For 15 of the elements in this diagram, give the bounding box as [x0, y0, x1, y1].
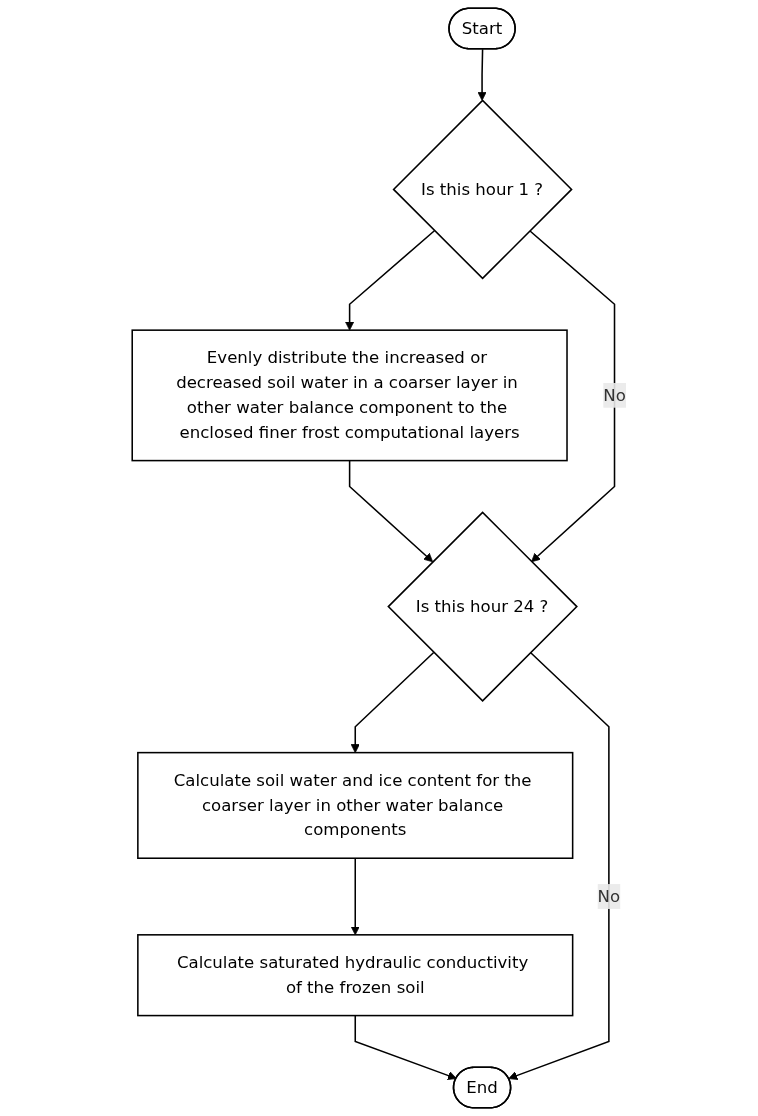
- arrow: [528, 229, 616, 563]
- edge-label: No: [603, 385, 626, 405]
- arrow: [354, 1014, 457, 1080]
- node-diamond: Is this hour 24 ?: [387, 511, 578, 702]
- node-box: Evenly distribute the increased or decreased soil water in a coarser layer in other water balance component to the enclosed finer frost computational layers: [131, 329, 568, 462]
- arrow: [345, 229, 436, 331]
- arrow: [477, 48, 487, 101]
- arrow: [348, 459, 434, 563]
- arrow: [350, 857, 360, 936]
- node-box: Calculate saturated hydraulic conductivity of the frozen soil: [137, 934, 574, 1017]
- edge-label: No: [597, 886, 621, 906]
- node-box: Calculate soil water and ice content for the coarser layer in other water balance components: [137, 751, 574, 859]
- arrow: [508, 651, 610, 1080]
- arrow: [350, 651, 435, 754]
- node-diamond: Is this hour 1 ?: [392, 99, 573, 280]
